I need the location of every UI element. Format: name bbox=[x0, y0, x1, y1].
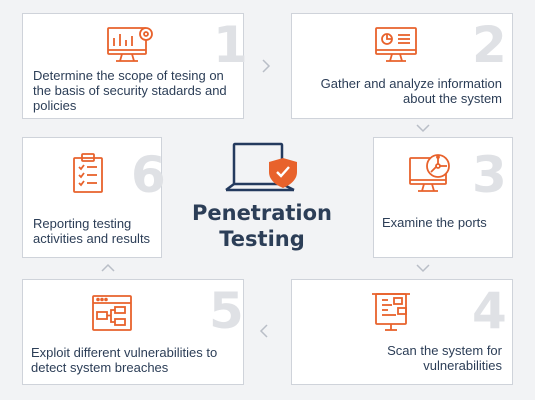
step-3-card: 3 Examine the ports bbox=[373, 137, 513, 258]
step-text: Reporting testing activities and results bbox=[33, 216, 151, 246]
laptop-shield-icon bbox=[225, 142, 297, 192]
window-flowchart-icon bbox=[92, 295, 132, 331]
step-text: Gather and analyze information about the… bbox=[320, 76, 502, 106]
step-number: 5 bbox=[209, 282, 244, 340]
monitor-circuit-icon bbox=[409, 154, 450, 192]
step-number: 6 bbox=[131, 146, 166, 204]
step-2-card: 2 Gather and analyze information about t… bbox=[291, 13, 513, 119]
chevron-up-icon bbox=[101, 263, 115, 272]
monitor-chart-gear-icon bbox=[107, 27, 153, 62]
chevron-right-icon bbox=[262, 59, 271, 73]
step-text: Scan the system for vulnerabilities bbox=[387, 343, 502, 373]
chevron-down-icon bbox=[416, 124, 430, 133]
step-text: Determine the scope of tesing on the bas… bbox=[33, 68, 227, 113]
title-line-1: Penetration bbox=[191, 201, 332, 225]
step-number: 2 bbox=[472, 16, 507, 74]
step-number: 4 bbox=[472, 282, 507, 340]
step-4-card: 4 Scan the system for vulnerabilities bbox=[291, 279, 513, 385]
monitor-presentation-icon bbox=[375, 27, 417, 62]
step-text: Exploit different vulnerabilities to det… bbox=[31, 345, 218, 375]
title-line-2: Testing bbox=[219, 227, 305, 251]
step-6-card: 6 Reporting testing activities and resul… bbox=[22, 137, 166, 258]
step-text: Examine the ports bbox=[382, 215, 487, 230]
document-list-icon bbox=[372, 293, 410, 331]
step-1-card: 1 Determine the scope of tesing on the b… bbox=[22, 13, 248, 119]
step-number: 1 bbox=[213, 16, 248, 74]
step-number: 3 bbox=[472, 146, 507, 204]
chevron-down-icon bbox=[416, 264, 430, 273]
clipboard-checklist-icon bbox=[73, 153, 103, 193]
center-title: Penetration Testing bbox=[172, 200, 352, 252]
chevron-left-icon bbox=[259, 324, 268, 338]
step-5-card: 5 Exploit different vulnerabilities to d… bbox=[22, 279, 244, 385]
